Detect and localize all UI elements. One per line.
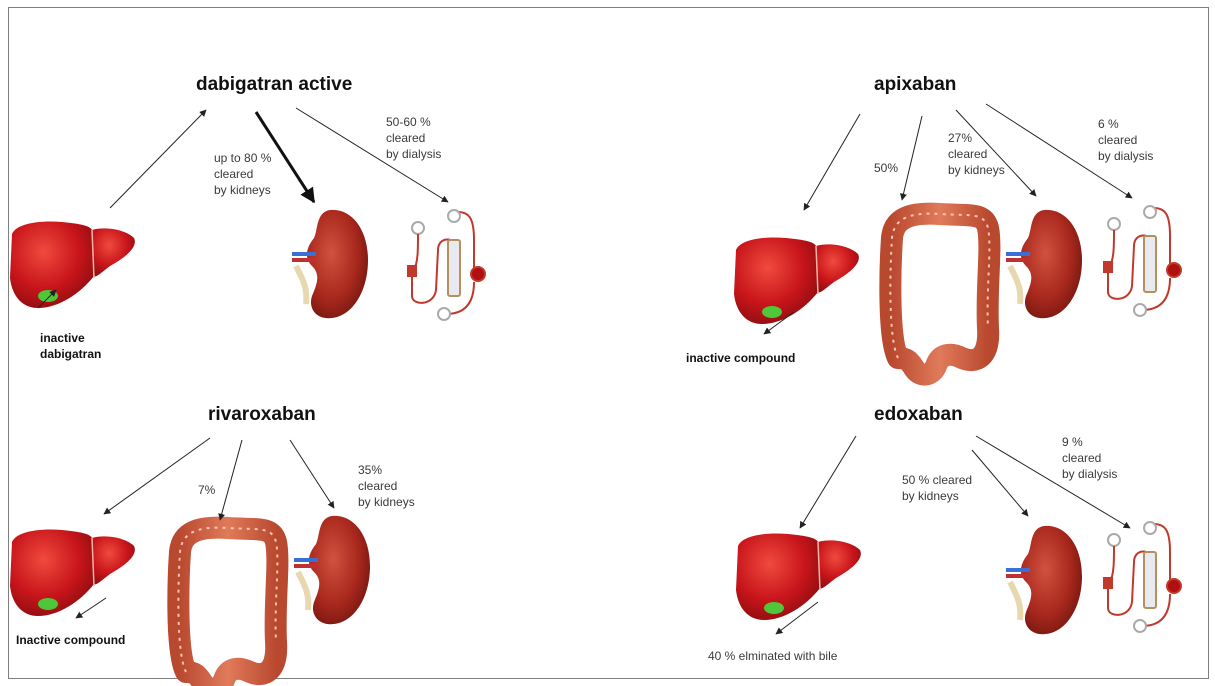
rivaroxaban-liver-label: Inactive compound — [16, 632, 125, 648]
kidney-icon — [1006, 526, 1082, 634]
edoxaban-bile-label: 40 % elminated with bile — [708, 648, 837, 664]
kidney-icon — [1006, 210, 1082, 318]
edoxaban-title: edoxaban — [874, 404, 963, 426]
arrow-to-colon — [902, 116, 922, 200]
arrow-liver-to-active — [110, 110, 206, 208]
rivaroxaban-title: rivaroxaban — [208, 404, 316, 426]
apixaban-kidney-label: 27% cleared by kidneys — [948, 130, 1005, 178]
colon-icon — [890, 214, 989, 375]
dialysis-icon — [1104, 206, 1181, 316]
liver-icon — [736, 534, 861, 621]
panel-rivaroxaban — [10, 438, 370, 686]
apixaban-title: apixaban — [874, 74, 956, 96]
dialysis-icon — [408, 210, 485, 320]
arrow-to-kidney — [290, 440, 334, 508]
kidney-icon — [292, 210, 368, 318]
dabigatran-title: dabigatran active — [196, 74, 352, 96]
rivaroxaban-kidney-label: 35% cleared by kidneys — [358, 462, 415, 510]
kidney-icon — [294, 516, 370, 624]
apixaban-dialysis-label: 6 % cleared by dialysis — [1098, 116, 1153, 164]
rivaroxaban-colon-label: 7% — [198, 482, 215, 498]
apixaban-liver-label: inactive compound — [686, 350, 795, 366]
colon-icon — [178, 528, 277, 686]
liver-icon — [10, 530, 135, 617]
dabigatran-liver-label: inactive dabigatran — [40, 330, 101, 362]
liver-icon — [10, 222, 135, 309]
edoxaban-kidney-label: 50 % cleared by kidneys — [902, 472, 972, 504]
apixaban-colon-label: 50% — [874, 160, 898, 176]
dabigatran-dialysis-label: 50-60 % cleared by dialysis — [386, 114, 441, 162]
edoxaban-dialysis-label: 9 % cleared by dialysis — [1062, 434, 1117, 482]
liver-icon — [734, 238, 859, 325]
arrow-to-liver — [800, 436, 856, 528]
dabigatran-kidney-label: up to 80 % cleared by kidneys — [214, 150, 271, 198]
dialysis-icon — [1104, 522, 1181, 632]
arrow-to-colon — [220, 440, 242, 520]
arrow-to-inactive — [76, 598, 106, 618]
arrow-to-kidney — [972, 450, 1028, 516]
arrow-to-liver — [804, 114, 860, 210]
arrow-to-liver — [104, 438, 210, 514]
